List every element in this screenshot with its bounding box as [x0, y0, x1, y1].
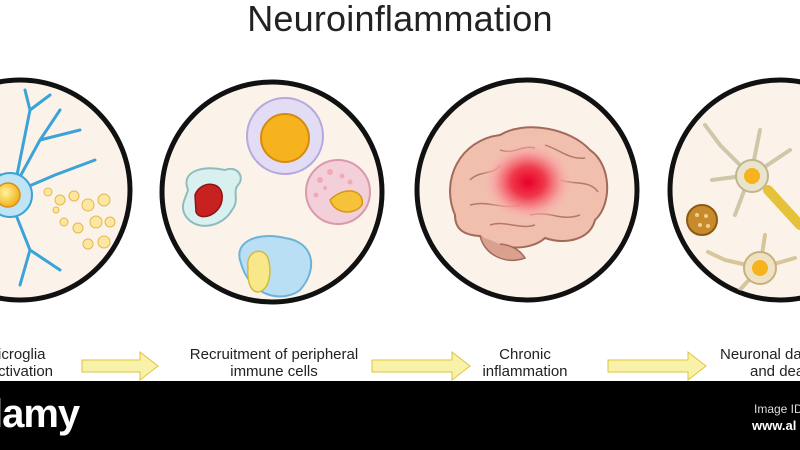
arrow-1	[81, 350, 159, 382]
mast-cell	[305, 159, 371, 225]
stage-label-line2: ctivation	[0, 363, 54, 380]
panel-microglia	[0, 77, 133, 303]
diagram-title: Neuroinflammation	[247, 0, 553, 39]
cytokine-dots	[43, 187, 116, 250]
stage-label-line1: icroglia	[0, 346, 46, 363]
neutrophil-cell	[238, 235, 313, 298]
stage-label-chronic: Chronic inflammation	[470, 346, 580, 380]
stage-label-neuronal: Neuronal da and dea	[720, 346, 800, 380]
stage-label-line2: immune cells	[230, 363, 318, 380]
axon-segment	[763, 185, 800, 230]
neuron-upper	[703, 123, 792, 217]
arrow-2	[371, 350, 471, 382]
macrophage-cell	[181, 167, 242, 227]
inflammation-hotspot	[480, 140, 576, 224]
stage-label-line2: inflammation	[482, 363, 568, 380]
stage-label-recruitment: Recruitment of peripheral immune cells	[170, 346, 378, 380]
debris-granule	[686, 204, 718, 236]
image-id-label: Image ID	[754, 402, 800, 416]
panel-brain	[414, 77, 640, 303]
stage-label-line1: Recruitment of peripheral	[189, 346, 359, 363]
microglia-nucleus	[0, 182, 21, 208]
neuron-lower	[706, 233, 797, 297]
watermark-bar	[0, 381, 800, 450]
watermark-brand: lamy	[0, 392, 80, 436]
watermark-url: www.al	[752, 418, 797, 433]
stage-label-line1: Chronic	[499, 346, 551, 363]
panel-immune-cells	[159, 79, 385, 305]
stage-label-line1: Neuronal da	[720, 346, 800, 363]
arrow-3	[607, 350, 707, 382]
brain-icon	[449, 126, 609, 261]
lymphocyte-cell	[246, 97, 324, 175]
stage-label-line2: and dea	[750, 363, 800, 380]
stage-label-microglia: icroglia ctivation	[0, 346, 53, 380]
panel-neurons	[667, 77, 800, 303]
